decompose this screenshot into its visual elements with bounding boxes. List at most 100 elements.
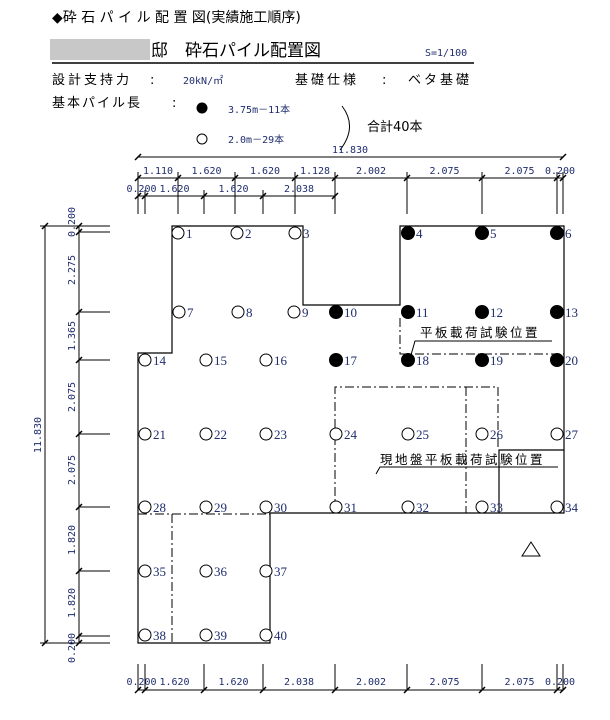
- open-pile-icon: [329, 500, 343, 514]
- pile-number: 5: [490, 226, 497, 241]
- dimension-label: 1.820: [67, 525, 78, 555]
- open-pile-icon: [230, 226, 244, 240]
- dimension-tick: [134, 153, 142, 161]
- open-pile-icon: [259, 353, 273, 367]
- pile-number: 29: [214, 500, 227, 515]
- dimension-label: 2.075: [429, 166, 459, 177]
- dimension-label: 1.620: [218, 677, 248, 688]
- pile-number: 34: [565, 500, 579, 515]
- pile-number: 19: [490, 353, 503, 368]
- filled-pile-icon: [401, 353, 415, 367]
- filled-pile-icon: [329, 305, 343, 319]
- foundation-outline: [137, 225, 565, 644]
- dimension-tick: [559, 153, 567, 161]
- open-pile-icon: [172, 305, 186, 319]
- dimension-label: 2.075: [67, 455, 78, 485]
- pile-number: 8: [246, 305, 253, 320]
- pile-number: 33: [490, 500, 503, 515]
- pile-number: 38: [153, 628, 166, 643]
- dashdot-subdivision: [138, 513, 270, 643]
- pile-number: 3: [303, 226, 310, 241]
- pile-length-label: 基本パイル長: [52, 96, 142, 111]
- foundation-label: 基礎仕様: [295, 73, 359, 88]
- open-pile-icon: [138, 628, 152, 642]
- ground-plate-test-label: 現地盤平板載荷試験位置: [380, 452, 545, 467]
- open-pile-icon: [550, 427, 564, 441]
- dimension-label: 2.002: [356, 166, 386, 177]
- open-pile-icon: [401, 427, 415, 441]
- pile-number: 15: [214, 353, 227, 368]
- open-pile-icon: [401, 500, 415, 514]
- open-pile-icon: [231, 305, 245, 319]
- filled-pile-legend-icon: [196, 102, 208, 114]
- pile-number: 21: [153, 427, 166, 442]
- open-pile-icon: [138, 564, 152, 578]
- overall-height-label: 11.830: [33, 417, 44, 453]
- dimension-label: 1.620: [159, 184, 189, 195]
- foundation-value: ベタ基礎: [408, 73, 472, 88]
- open-pile-icon: [138, 500, 152, 514]
- filled-pile-icon: [475, 226, 489, 240]
- pile-number: 28: [153, 500, 166, 515]
- benchmark-triangle-icon: [521, 541, 541, 557]
- overall-width-label: 11.830: [332, 145, 368, 156]
- pile-long-legend: 3.75m－11本: [228, 103, 290, 116]
- pile-number: 20: [565, 353, 578, 368]
- plate-test-label: 平板載荷試験位置: [420, 325, 540, 340]
- bearing-colon: :: [150, 73, 154, 88]
- open-pile-icon: [550, 500, 564, 514]
- pile-number: 30: [274, 500, 287, 515]
- pile-number: 7: [187, 305, 194, 320]
- filled-pile-icon: [475, 353, 489, 367]
- filled-pile-icon: [550, 226, 564, 240]
- open-pile-icon: [138, 427, 152, 441]
- filled-pile-icon: [550, 353, 564, 367]
- pile-number: 13: [565, 305, 578, 320]
- pile-number: 25: [416, 427, 429, 442]
- inner-outline: [498, 449, 564, 513]
- dimension-label: 1.620: [191, 166, 221, 177]
- pile-number: 17: [344, 353, 358, 368]
- filled-pile-icon: [401, 226, 415, 240]
- pile-number: 9: [302, 305, 309, 320]
- open-pile-icon: [199, 628, 213, 642]
- ground-plate-test-leader: [375, 466, 558, 475]
- pile-number: 1: [186, 226, 193, 241]
- dimension-label: 2.075: [429, 677, 459, 688]
- filled-pile-icon: [550, 305, 564, 319]
- pile-number: 37: [274, 564, 288, 579]
- filled-pile-icon: [475, 305, 489, 319]
- open-pile-icon: [288, 226, 302, 240]
- dimension-label: 0.200: [67, 207, 78, 237]
- open-pile-icon: [475, 427, 489, 441]
- open-pile-icon: [329, 427, 343, 441]
- pile-number: 23: [274, 427, 287, 442]
- pile-total: 合計40本: [367, 119, 423, 135]
- dimension-label: 2.075: [504, 166, 534, 177]
- plate-test-leader: [410, 340, 552, 356]
- dimension-label: 2.275: [67, 255, 78, 285]
- pile-number: 40: [274, 628, 287, 643]
- redacted-name: [50, 39, 150, 60]
- pile-short-legend: 2.0m－29本: [228, 133, 284, 146]
- dimension-label: 1.128: [300, 166, 330, 177]
- open-pile-icon: [199, 353, 213, 367]
- pile-number: 27: [565, 427, 579, 442]
- dimension-label: 2.075: [67, 382, 78, 412]
- ground-plate-test-area: [334, 386, 499, 513]
- pile-number: 31: [344, 500, 357, 515]
- open-pile-icon: [259, 628, 273, 642]
- pile-number: 2: [245, 226, 252, 241]
- bearing-label: 設計支持力: [52, 72, 132, 88]
- open-pile-icon: [199, 427, 213, 441]
- pile-number: 26: [490, 427, 504, 442]
- open-pile-icon: [287, 305, 301, 319]
- filled-pile-icon: [329, 353, 343, 367]
- pile-number: 18: [416, 353, 429, 368]
- pile-number: 16: [274, 353, 288, 368]
- open-pile-icon: [138, 353, 152, 367]
- pile-number: 36: [214, 564, 228, 579]
